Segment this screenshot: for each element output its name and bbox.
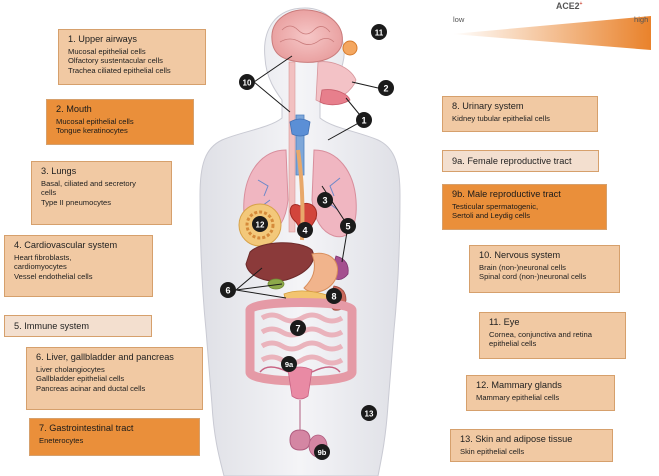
mouth-tongue bbox=[319, 89, 351, 106]
system-box-mouth: 2. Mouth Mucosal epithelial cells Tongue… bbox=[46, 99, 194, 145]
system-box-immune: 5. Immune system bbox=[4, 315, 152, 337]
system-box-urinary: 8. Urinary system Kidney tubular epithel… bbox=[442, 96, 598, 132]
thyroid bbox=[289, 118, 311, 137]
system-line: epithelial cells bbox=[489, 339, 537, 349]
brain-organ bbox=[271, 9, 343, 63]
system-line: Sertoli and Leydig cells bbox=[452, 211, 531, 221]
legend-title-mark: + bbox=[579, 1, 583, 8]
mammary-gland bbox=[238, 203, 282, 247]
system-title: 9a. Female reproductive tract bbox=[452, 156, 572, 166]
testis-body bbox=[308, 434, 328, 458]
system-title: 2. Mouth bbox=[56, 104, 92, 114]
system-title: 3. Lungs bbox=[41, 166, 77, 176]
system-box-male-reproductive: 9b. Male reproductive tract Testicular s… bbox=[442, 184, 607, 230]
system-line: Spinal cord (non-)neuronal cells bbox=[479, 272, 587, 282]
system-box-female-reproductive: 9a. Female reproductive tract bbox=[442, 150, 599, 172]
lung-vessels bbox=[257, 177, 341, 211]
system-line: Olfactory sustentacular cells bbox=[68, 56, 163, 66]
system-title: 11. Eye bbox=[489, 317, 520, 327]
system-title: 1. Upper airways bbox=[68, 34, 137, 44]
system-line: Pancreas acinar and ductal cells bbox=[36, 384, 146, 394]
system-box-mammary: 12. Mammary glands Mammary epithelial ce… bbox=[466, 375, 615, 411]
system-box-liver-gallbladder-pancreas: 6. Liver, gallbladder and pancreas Liver… bbox=[26, 347, 203, 410]
liver-organ bbox=[245, 242, 314, 282]
legend-high-label: high bbox=[634, 15, 649, 24]
system-title: 5. Immune system bbox=[14, 321, 90, 331]
gallbladder-organ bbox=[267, 278, 285, 290]
system-line: Kidney tubular epithelial cells bbox=[452, 113, 550, 123]
legend-title: ACE2+ bbox=[556, 1, 582, 11]
system-line: Heart fibroblasts, bbox=[14, 252, 72, 262]
system-line: Liver cholangiocytes bbox=[36, 364, 105, 374]
legend-low-label: low bbox=[453, 15, 465, 24]
system-line: Tongue keratinocytes bbox=[56, 126, 128, 136]
system-title: 13. Skin and adipose tissue bbox=[460, 434, 573, 444]
uterus-organ bbox=[287, 366, 313, 400]
system-title: 9b. Male reproductive tract bbox=[452, 189, 561, 199]
system-title: 10. Nervous system bbox=[479, 250, 561, 260]
system-box-eye: 11. Eye Cornea, conjunctiva and retina e… bbox=[479, 312, 626, 359]
brain-folds bbox=[279, 25, 335, 45]
system-line: Brain (non-)neuronal cells bbox=[479, 262, 566, 272]
system-line: Testicular spermatogenic, bbox=[452, 201, 539, 211]
system-box-nervous: 10. Nervous system Brain (non-)neuronal … bbox=[469, 245, 620, 293]
system-box-gastrointestinal: 7. Gastrointestinal tract Eneterocytes bbox=[29, 418, 200, 456]
system-title: 4. Cardiovascular system bbox=[14, 240, 118, 250]
system-line: Type II pneumocytes bbox=[41, 198, 112, 208]
system-line: cells bbox=[41, 188, 57, 198]
system-title: 8. Urinary system bbox=[452, 101, 524, 111]
large-intestine bbox=[245, 298, 357, 386]
system-box-lungs: 3. Lungs Basal, ciliated and secretory c… bbox=[31, 161, 172, 225]
system-line: Mucosal epithelial cells bbox=[68, 46, 146, 56]
legend-title-text: ACE2 bbox=[556, 1, 580, 11]
system-line: Gallbladder epithelial cells bbox=[36, 374, 125, 384]
system-title: 12. Mammary glands bbox=[476, 380, 562, 390]
system-line: Mammary epithelial cells bbox=[476, 392, 560, 402]
system-box-skin-adipose: 13. Skin and adipose tissue Skin epithel… bbox=[450, 429, 613, 462]
system-box-upper-airways: 1. Upper airways Mucosal epithelial cell… bbox=[58, 29, 206, 85]
eye-organ bbox=[342, 40, 358, 56]
system-line: Trachea ciliated epithelial cells bbox=[68, 66, 171, 76]
system-line: Basal, ciliated and secretory bbox=[41, 178, 136, 188]
system-line: Cornea, conjunctiva and retina bbox=[489, 329, 593, 339]
system-line: cardiomyocytes bbox=[14, 262, 67, 272]
testis-organ bbox=[289, 400, 311, 451]
stomach-organ bbox=[303, 252, 338, 293]
system-box-cardiovascular: 4. Cardiovascular system Heart fibroblas… bbox=[4, 235, 153, 297]
system-line: Mucosal epithelial cells bbox=[56, 116, 134, 126]
spinal-cord bbox=[288, 61, 296, 233]
system-title: 6. Liver, gallbladder and pancreas bbox=[36, 352, 174, 362]
system-line: Vessel endothelial cells bbox=[14, 272, 93, 282]
system-line: Skin epithelial cells bbox=[460, 446, 525, 456]
mammary-lobules bbox=[245, 210, 275, 240]
ace2-gradient-wedge bbox=[452, 16, 651, 50]
system-title: 7. Gastrointestinal tract bbox=[39, 423, 134, 433]
system-line: Eneterocytes bbox=[39, 435, 84, 445]
